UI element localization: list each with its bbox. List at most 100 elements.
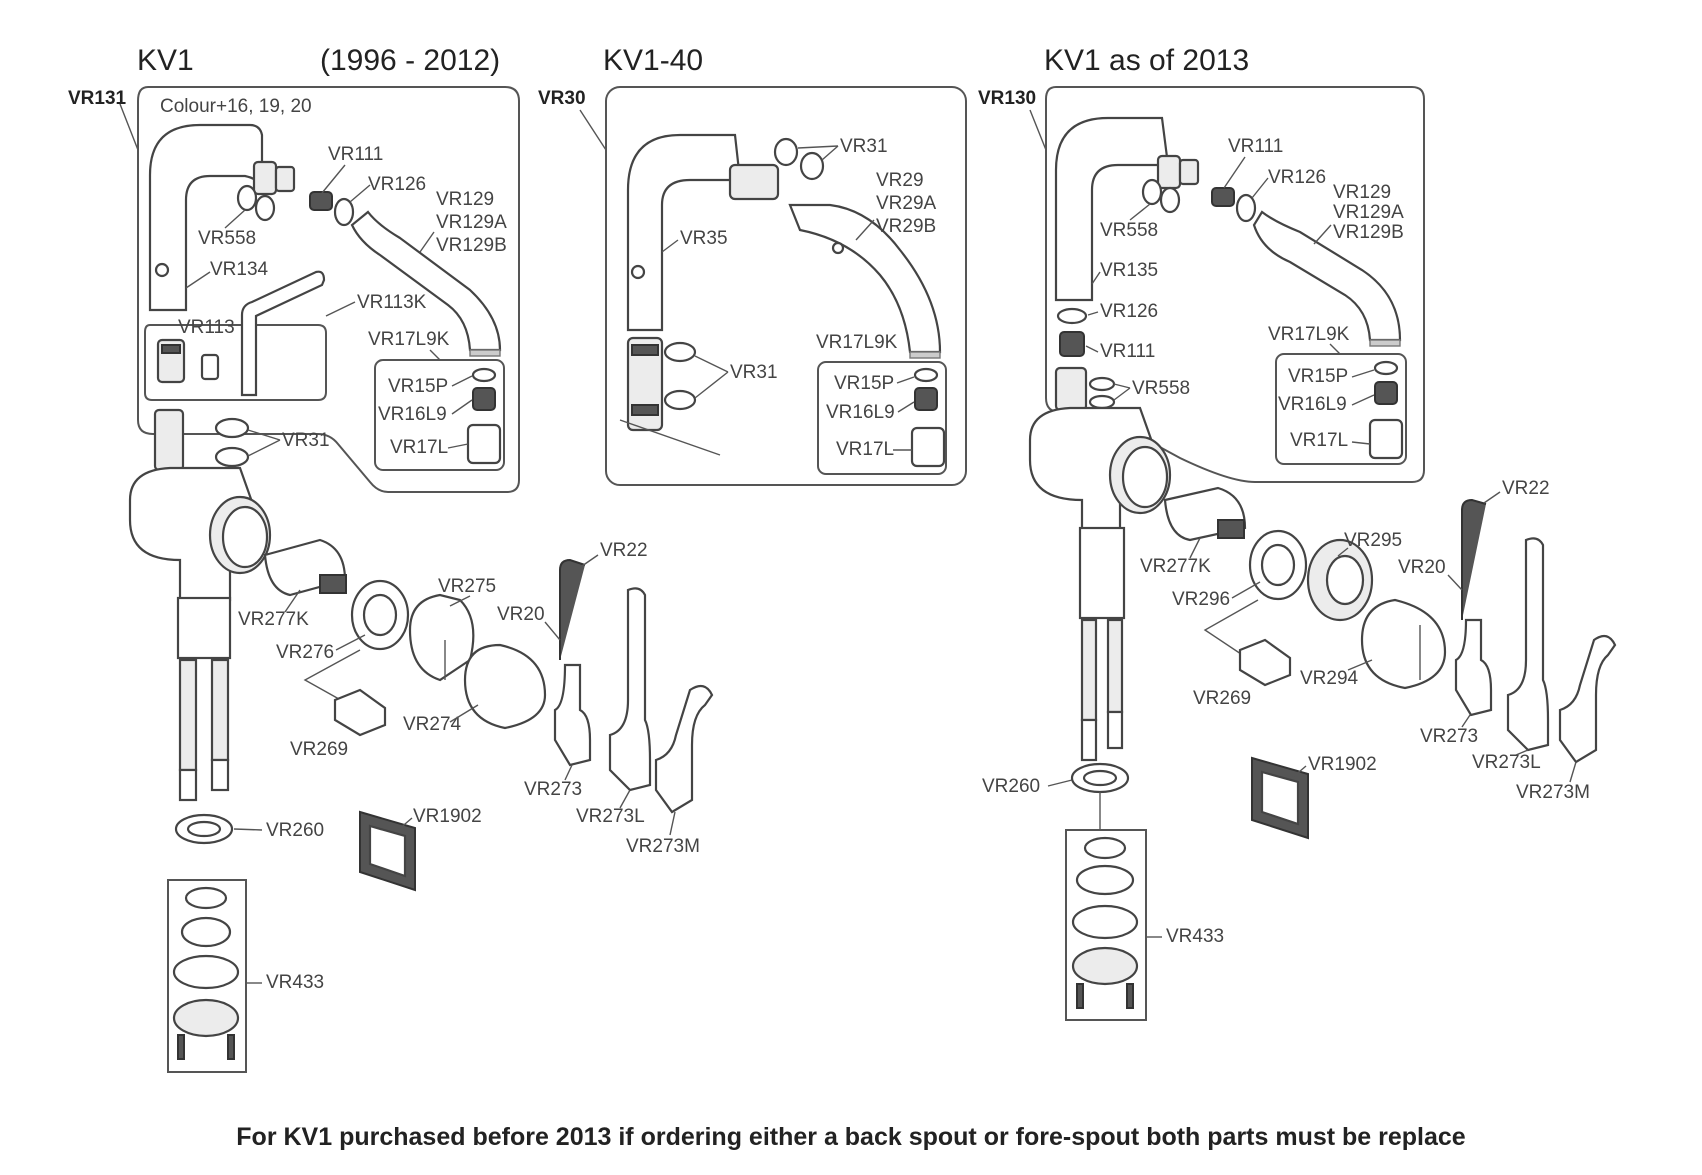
leader-line <box>1189 537 1201 559</box>
label-vr111a: VR111 <box>1228 136 1283 157</box>
label-vr22: VR22 <box>600 540 648 561</box>
spout-coupling <box>252 160 278 196</box>
label-vr35: VR35 <box>680 228 728 249</box>
label-vr558a: VR558 <box>1100 220 1158 241</box>
hose-fitting <box>178 768 198 802</box>
label-vr126a: VR126 <box>1268 167 1326 188</box>
label-vr17l: VR17L <box>836 439 894 460</box>
cartridge-stem <box>1217 519 1245 539</box>
vr269-hex-nut <box>1238 638 1292 687</box>
leader-line <box>1515 749 1529 756</box>
hose-right <box>210 658 230 762</box>
leader-line <box>1251 177 1269 199</box>
label-vr126b: VR126 <box>1100 301 1158 322</box>
o-ring <box>1088 376 1116 392</box>
threaded-stem <box>176 596 232 660</box>
label-vr433: VR433 <box>266 972 324 993</box>
leader-line <box>397 817 413 831</box>
leader-line <box>855 219 875 241</box>
vr273l-lever <box>608 587 652 792</box>
vr15p-washer <box>471 367 497 383</box>
cartridge-band <box>161 344 181 354</box>
aerator-box <box>817 361 947 475</box>
back-spout <box>626 133 742 332</box>
vr275-sleeve <box>408 593 475 682</box>
cartridge-stem <box>319 574 347 594</box>
label-vr260: VR260 <box>982 776 1040 797</box>
label-vr16l9: VR16L9 <box>378 404 447 425</box>
aerator-thread <box>469 349 501 357</box>
label-vr260: VR260 <box>266 820 324 841</box>
set-label: VR130 <box>978 88 1036 109</box>
leader-line <box>564 764 573 781</box>
nut-bore <box>362 593 398 637</box>
label-vr295: VR295 <box>1344 530 1402 551</box>
hose-right <box>1106 618 1124 714</box>
leader-line <box>896 376 915 384</box>
mount-ring <box>184 886 228 910</box>
label-vr273l: VR273L <box>576 806 645 827</box>
leader-line <box>335 634 366 651</box>
collar-bore <box>1325 554 1365 606</box>
vr274-handle-cap <box>463 643 547 730</box>
label-vr129b: VR129B <box>436 235 507 256</box>
panel-kv1-40-spout: VR30 VR31 VR29 VR29A VR29B VR35 VR31 VR1… <box>538 86 967 486</box>
threaded-stem <box>1078 526 1126 620</box>
label-vr276: VR276 <box>276 642 334 663</box>
o-ring <box>1088 394 1116 410</box>
aerator-thread <box>909 351 941 359</box>
vr294-handle-cap <box>1360 598 1447 690</box>
o-ring <box>214 417 250 439</box>
panel-outline <box>605 86 967 486</box>
title-kv1-years: (1996 - 2012) <box>320 44 500 77</box>
label-vr269: VR269 <box>290 739 348 760</box>
leader-line <box>449 595 471 607</box>
label-vr129b: VR129B <box>1333 222 1404 243</box>
o-ring <box>1141 178 1163 206</box>
mount-ring <box>1075 864 1135 896</box>
o-ring <box>236 184 258 212</box>
label-vr273m: VR273M <box>626 836 700 857</box>
gasket-hole <box>1082 769 1118 787</box>
label-vr29a: VR29A <box>876 193 937 214</box>
hose-fitting <box>1106 710 1124 750</box>
vr17l-housing <box>910 426 946 468</box>
back-spout <box>148 123 264 312</box>
vr22-hex-key <box>559 558 586 660</box>
label-vr269: VR269 <box>1193 688 1251 709</box>
hose-fitting <box>210 758 230 792</box>
label-vr296: VR296 <box>1172 589 1230 610</box>
label-vr129: VR129 <box>436 189 494 210</box>
leader-line <box>451 375 473 387</box>
set-label: VR131 <box>68 88 127 109</box>
hex-key <box>240 270 326 397</box>
label-vr111b: VR111 <box>1100 341 1155 362</box>
body-port <box>1121 445 1169 509</box>
screw-hole <box>154 262 170 278</box>
title-kv1-40: KV1-40 <box>603 44 703 77</box>
mount-screw <box>227 1034 235 1060</box>
leader-line <box>1203 599 1259 661</box>
leader-line <box>1329 343 1341 355</box>
leader-line <box>897 401 915 413</box>
leader-line <box>1087 311 1099 316</box>
vr269-hex-nut <box>333 688 387 737</box>
leader-line <box>233 828 263 831</box>
label-vr113k: VR113K <box>357 292 427 313</box>
leader-line <box>1029 109 1047 151</box>
screw-hole <box>630 264 646 280</box>
vr433-box <box>167 879 247 1073</box>
label-vr31b: VR31 <box>730 362 778 383</box>
panel-outline <box>1045 86 1425 483</box>
aerator-thread <box>1369 339 1401 347</box>
mount-flange <box>1071 946 1139 986</box>
label-vr558: VR558 <box>198 228 256 249</box>
label-vr17l9k: VR17L9K <box>368 329 450 350</box>
label-vr273l: VR273L <box>1472 752 1541 773</box>
vr433-box <box>1065 829 1147 1021</box>
vr17l-housing <box>1368 418 1404 460</box>
label-vr558b: VR558 <box>1132 378 1190 399</box>
leader-line <box>325 301 356 317</box>
hose-left <box>1080 618 1098 722</box>
